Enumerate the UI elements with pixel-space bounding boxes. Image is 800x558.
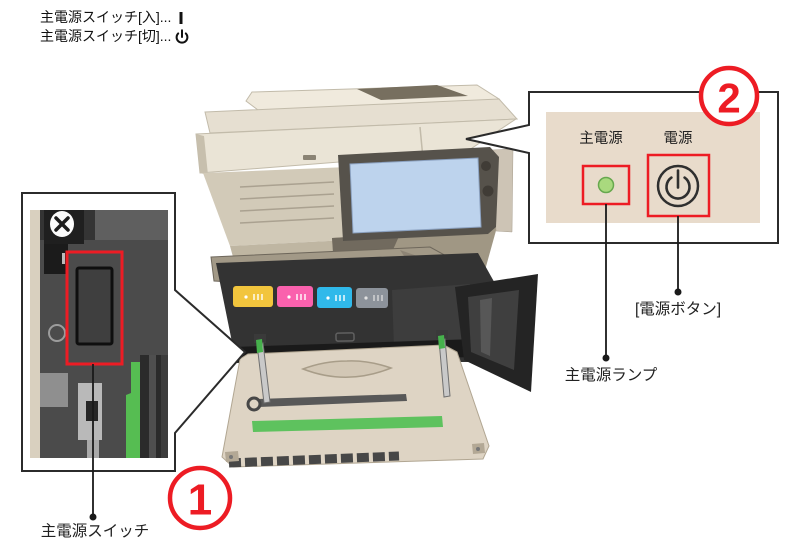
scanner-left-cap	[196, 134, 208, 175]
toner-cartridge-magenta	[277, 286, 313, 307]
tray-slot-line	[239, 205, 335, 212]
bay-handle-indent	[335, 332, 355, 342]
panel-button-bottom	[482, 185, 494, 197]
adf-paper-slot	[357, 85, 468, 100]
door-hinge-left-pin	[229, 455, 233, 459]
door-rod	[258, 394, 407, 407]
closeup-right-bar-mid	[161, 355, 168, 458]
printer-illustration	[195, 84, 538, 468]
closeup-right-bar-light	[149, 355, 156, 458]
tray-slot-line	[239, 193, 335, 200]
power-legend: 主電源スイッチ[入]... 主電源スイッチ[切]...	[40, 8, 190, 46]
power-label: 電源	[664, 130, 693, 147]
legend-line-off: 主電源スイッチ[切]...	[40, 27, 190, 46]
lamp-label: 主電源	[579, 130, 623, 147]
step-circle-1	[167, 465, 233, 531]
printer-adf	[195, 84, 519, 175]
closeup-gray-block	[40, 373, 68, 407]
legend-line-on-text: 主電源スイッチ[入]...	[40, 9, 172, 25]
closeup-top-band-light	[95, 210, 168, 240]
toner-cartridge-cyan	[317, 287, 352, 308]
rail-bracket-right	[436, 330, 448, 339]
power-off-mark-icon	[48, 324, 66, 342]
adf-body	[204, 98, 519, 134]
toner-cartridge-yellow	[233, 286, 273, 307]
door-green-strip	[252, 416, 443, 432]
cartridge-marks	[244, 294, 383, 301]
legend-line-on: 主電源スイッチ[入]...	[40, 8, 190, 27]
door-handle	[300, 360, 394, 378]
power-on-mark-icon	[62, 253, 65, 264]
power-button-caption: [電源ボタン]	[635, 300, 721, 318]
panel-button-top	[481, 161, 491, 171]
main-power-lamp	[597, 176, 615, 194]
green-tab-right	[438, 335, 445, 349]
door-panel	[221, 344, 490, 468]
door-rod-ring	[246, 396, 262, 412]
power-symbol-icon	[665, 176, 691, 200]
tray-slot-line	[239, 181, 335, 188]
tray-top	[203, 167, 348, 246]
right-interior-highlight	[480, 298, 492, 356]
legend-line-off-text: 主電源スイッチ[切]...	[40, 28, 172, 44]
power-button-ring	[656, 164, 700, 208]
step-number-2: 2	[717, 75, 740, 122]
power-standby-icon	[176, 28, 189, 44]
screw-cross-icon	[54, 216, 70, 232]
green-tab-left	[256, 339, 263, 353]
switch-leader-dot	[89, 513, 97, 521]
control-panel	[338, 147, 514, 241]
door-serrated-edge	[228, 451, 400, 468]
touchscreen	[349, 157, 482, 234]
lamp-leader-dot	[602, 354, 610, 362]
callout-switch: 主電源スイッチ 1	[21, 192, 247, 540]
switch-closeup	[30, 210, 168, 458]
panel-face	[546, 112, 760, 223]
closeup-green-strip	[126, 362, 140, 458]
power-button-leader-dot	[674, 288, 682, 296]
fascia-slot	[303, 155, 316, 160]
main-power-switch	[75, 266, 114, 346]
rail-bracket-left	[254, 334, 266, 343]
step-circle-2	[698, 65, 760, 127]
door-hinge-right-pin	[476, 447, 480, 451]
callout-panel: 主電源 電源 主電源ランプ [電源ボタン] 2	[465, 65, 779, 384]
closeup-beige-edge	[30, 210, 40, 458]
power-button	[656, 164, 700, 208]
lamp-caption: 主電源ランプ	[565, 366, 658, 384]
front-door-open	[221, 330, 490, 468]
switch-caption: 主電源スイッチ	[41, 522, 150, 540]
closeup-bracket-slot	[86, 401, 98, 421]
toner-cartridge-black	[356, 288, 388, 308]
tray-slot-line	[239, 217, 335, 224]
bay-step-panel	[392, 284, 470, 348]
right-interior	[455, 274, 538, 392]
step-number-1: 1	[188, 476, 212, 525]
power-on-bar-icon	[179, 11, 183, 24]
switch-highlight-box	[65, 250, 124, 366]
